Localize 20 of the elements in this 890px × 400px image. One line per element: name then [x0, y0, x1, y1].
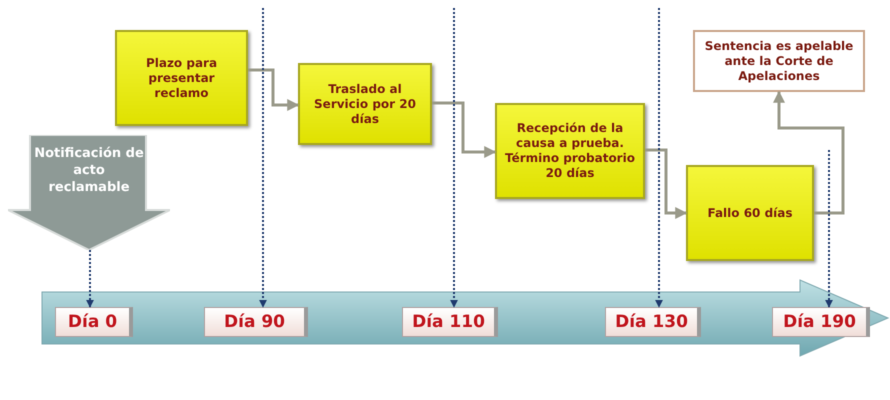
- arrow: [645, 148, 688, 219]
- process-box: Traslado al Servicio por 20 días: [298, 63, 432, 145]
- dotted-arrow: [259, 8, 267, 308]
- day-marker: Día 0: [55, 307, 133, 337]
- arrow: [773, 90, 844, 214]
- arrow: [432, 102, 496, 158]
- dotted-arrow: [825, 150, 833, 308]
- outcome-box: Sentencia es apelable ante la Corte de Apelaciones: [693, 30, 865, 92]
- process-box: Plazo para presentar reclamo: [115, 30, 248, 126]
- day-marker: Día 90: [204, 307, 308, 337]
- dotted-arrow: [86, 250, 94, 308]
- dotted-arrow: [655, 8, 663, 308]
- callout-arrow: Notificación de acto reclamable: [8, 135, 170, 250]
- day-marker: Día 130: [605, 307, 701, 337]
- arrow: [248, 68, 300, 111]
- dotted-arrow: [450, 8, 458, 308]
- day-marker: Día 190: [772, 307, 870, 337]
- process-box: Recepción de la causa a prueba. Término probatorio 20 días: [495, 103, 645, 199]
- process-box: Fallo 60 días: [686, 165, 814, 261]
- day-marker: Día 110: [402, 307, 498, 337]
